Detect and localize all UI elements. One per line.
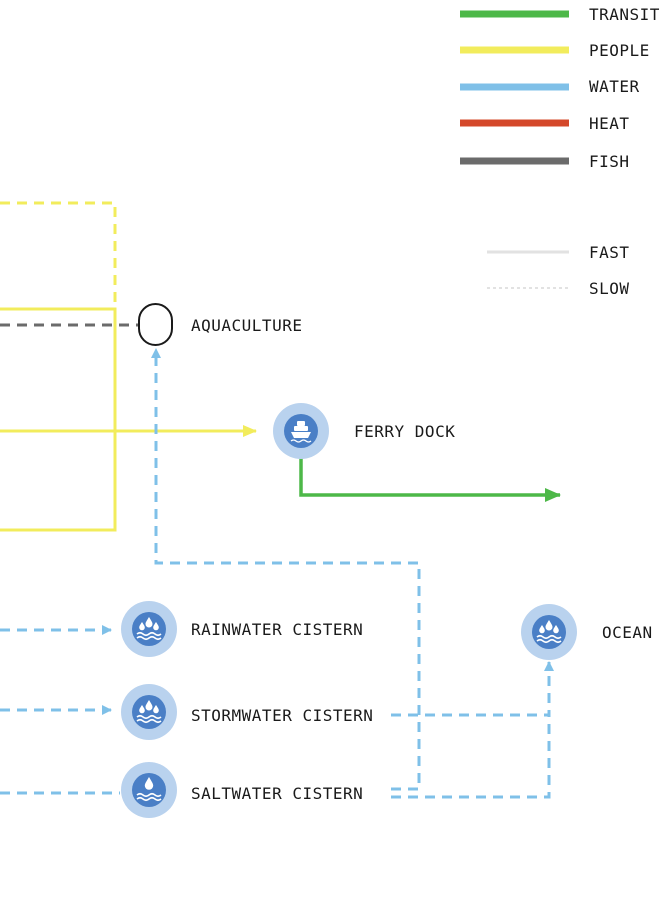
ferry-dock-label: FERRY DOCK [354,422,455,441]
legend: TRANSIT PEOPLE WATER HEAT FISH FAST SLOW [460,5,660,298]
legend-label-fast: FAST [589,243,630,262]
water-drops-icon [136,617,162,641]
saltwater-to-ocean [391,715,551,799]
ferry-icon [290,421,312,443]
aquaculture-outline [138,303,173,346]
node-ferry-dock[interactable]: FERRY DOCK [273,403,455,459]
stormwater-label: STORMWATER CISTERN [191,706,373,725]
aquaculture-label: AQUACULTURE [191,316,302,335]
people-fast-loop [0,307,117,532]
node-stormwater-cistern[interactable]: STORMWATER CISTERN [121,684,373,740]
water-drops-icon [136,777,162,802]
stormwater-to-ocean [391,661,554,717]
legend-label-heat: HEAT [589,114,630,133]
node-rainwater-cistern[interactable]: RAINWATER CISTERN [121,601,363,657]
water-flows [0,348,554,799]
water-drops-icon [536,620,562,644]
transit-from-ferry-dock [299,455,561,502]
saltwater-label: SALTWATER CISTERN [191,784,363,803]
legend-label-people: PEOPLE [589,41,650,60]
legend-label-water: WATER [589,77,640,96]
legend-label-slow: SLOW [589,279,630,298]
node-saltwater-cistern[interactable]: SALTWATER CISTERN [121,762,363,818]
legend-label-fish: FISH [589,152,630,171]
legend-label-transit: TRANSIT [589,5,660,24]
saltwater-to-aquaculture [151,348,421,791]
water-drops-icon [136,700,162,724]
rainwater-label: RAINWATER CISTERN [191,620,363,639]
node-aquaculture[interactable]: AQUACULTURE [138,303,302,346]
people-slow-loop [0,201,117,310]
people-flows [0,201,257,532]
node-ocean[interactable]: OCEAN [521,604,653,660]
ocean-label: OCEAN [602,623,653,642]
